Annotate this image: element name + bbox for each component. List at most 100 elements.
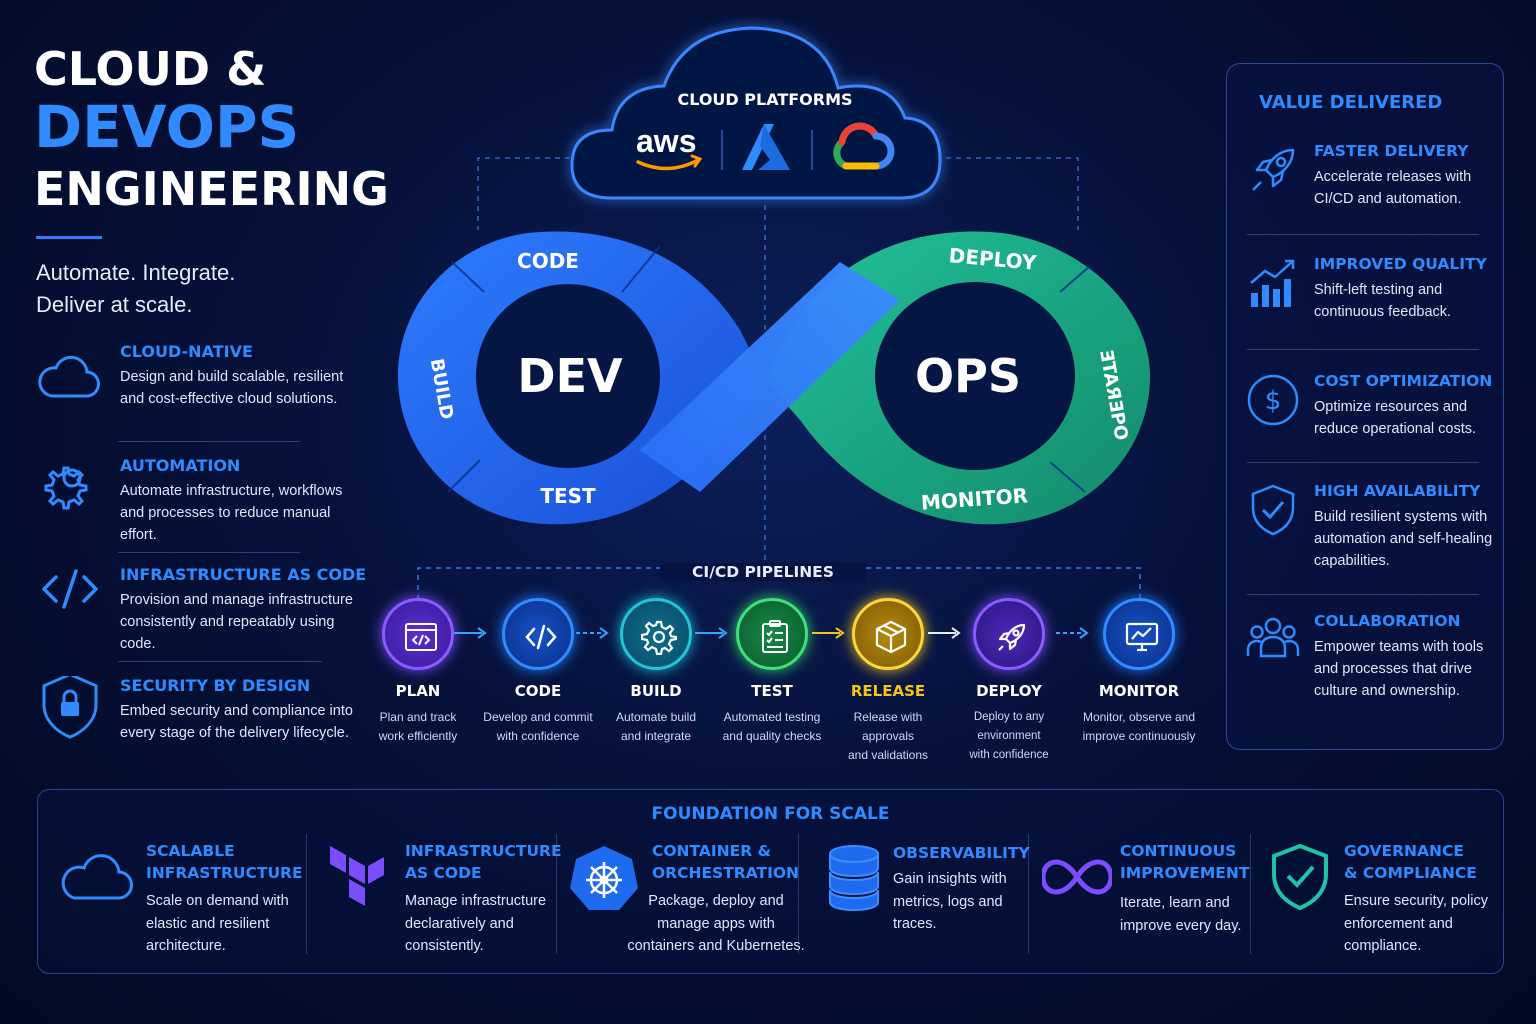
stage-circle <box>736 598 808 670</box>
kubernetes-icon <box>570 846 638 910</box>
stage-name: MONITOR <box>1098 682 1180 700</box>
cloud-icon <box>38 355 100 398</box>
devops-diagram: aws DEV OPS CODE BUILD TEST DEPLOY ƎTAЯƎ… <box>398 26 1150 575</box>
stage-desc-1: Plan and track <box>379 710 457 724</box>
arrow-icon <box>576 627 609 639</box>
terraform-icon <box>330 846 384 906</box>
feature-desc: Design and build scalable, resilient and… <box>120 369 344 407</box>
value-item-desc: Shift-left testing and continuous feedba… <box>1314 282 1452 320</box>
divider <box>556 834 557 954</box>
cloud-platforms-title: CLOUD PLATFORMS <box>677 90 853 109</box>
shield-check-icon <box>1272 843 1328 911</box>
stage-name: BUILD <box>630 682 682 700</box>
pipeline-title: CI/CD PIPELINES <box>660 563 866 581</box>
divider <box>118 552 300 553</box>
stage-build: BUILD Automate build and integrate <box>594 598 718 746</box>
stage-desc-1: Develop and commit <box>483 710 593 724</box>
foundation-desc: Gain insights with metrics, logs and tra… <box>893 871 1007 932</box>
stage-desc-1: Monitor, observe and <box>1082 710 1196 724</box>
divider <box>798 834 799 954</box>
azure-logo <box>742 124 790 170</box>
ops-label: OPS <box>915 349 1021 403</box>
aws-logo-text: aws <box>636 123 696 159</box>
bar-chart-icon <box>1250 259 1295 307</box>
foundation-title-2: ORCHESTRATION <box>652 864 800 882</box>
monitor-chart-icon <box>1125 622 1159 652</box>
divider <box>1028 834 1029 954</box>
aws-logo: aws <box>636 123 703 171</box>
infinity-cross-band <box>640 262 900 492</box>
divider <box>1250 834 1251 954</box>
foundation-title-1: GOVERNANCE <box>1344 842 1464 860</box>
dev-label: DEV <box>517 349 623 403</box>
stage-desc-2: and validations <box>847 748 929 762</box>
checklist-icon <box>762 620 788 653</box>
feature-title: CLOUD-NATIVE <box>120 342 253 361</box>
stage-desc-1: Automate build <box>615 710 697 724</box>
stage-desc-2: with confidence <box>496 729 580 743</box>
divider <box>118 661 322 662</box>
segment-test: TEST <box>540 484 596 508</box>
code-icon <box>42 569 98 609</box>
svg-text:$: $ <box>1265 386 1282 416</box>
value-item-desc: Build resilient systems with automation … <box>1314 509 1493 569</box>
feature-desc: Automate infrastructure, workflows and p… <box>120 483 343 543</box>
value-item-title: COLLABORATION <box>1314 612 1461 630</box>
value-item-title: FASTER DELIVERY <box>1314 142 1469 160</box>
feature-title: AUTOMATION <box>120 456 241 475</box>
foundation-title-1: CONTAINER & <box>652 842 772 860</box>
title-underline <box>36 236 102 239</box>
foundation-title: FOUNDATION FOR SCALE <box>651 804 890 824</box>
title-line-3: ENGINEERING <box>34 162 389 216</box>
stage-circle <box>973 598 1045 670</box>
title-line-2: DEVOPS <box>34 93 300 161</box>
value-item-desc: Optimize resources and reduce operationa… <box>1314 399 1477 437</box>
feature-title: INFRASTRUCTURE AS CODE <box>120 565 367 584</box>
foundation-observability: OBSERVABILITY Gain insights with metrics… <box>826 830 1036 960</box>
foundation-title-2: & COMPLIANCE <box>1344 864 1477 882</box>
feature-title: SECURITY BY DESIGN <box>120 676 311 695</box>
foundation-desc: Package, deploy and manage apps with con… <box>627 893 805 954</box>
foundation-title-2: AS CODE <box>405 864 482 882</box>
foundation-desc: Scale on demand with elastic and resilie… <box>146 893 289 954</box>
shield-lock-icon <box>42 676 98 739</box>
feature-desc: Embed security and compliance into every… <box>120 703 353 741</box>
value-item-title: IMPROVED QUALITY <box>1314 255 1487 273</box>
stage-name: DEPLOY <box>976 682 1042 700</box>
gear-icon <box>641 620 677 655</box>
tagline-line-2: Deliver at scale. <box>36 292 193 317</box>
stage-circle <box>502 598 574 670</box>
rocket-icon <box>998 623 1026 651</box>
tagline-line-1: Automate. Integrate. <box>36 260 236 285</box>
stage-name: PLAN <box>395 682 441 700</box>
divider <box>1247 349 1479 350</box>
cloud-icon <box>61 854 133 900</box>
foundation-governance-compliance: GOVERNANCE& COMPLIANCE Ensure security, … <box>1268 830 1488 960</box>
foundation-title-2: INFRASTRUCTURE <box>146 864 303 882</box>
title-line-1: CLOUD & <box>34 42 267 96</box>
segment-code: CODE <box>517 249 579 273</box>
arrow-icon <box>1056 627 1089 639</box>
shield-check-icon <box>1251 484 1295 536</box>
value-delivered-panel: VALUE DELIVERED FASTER DELIVERY Accelera… <box>1226 63 1504 750</box>
value-item-title: HIGH AVAILABILITY <box>1314 482 1481 500</box>
foundation-title-1: INFRASTRUCTURE <box>405 842 562 860</box>
dollar-icon: $ <box>1247 374 1299 426</box>
stage-desc-2: work efficiently <box>378 729 458 743</box>
google-cloud-logo <box>833 122 895 170</box>
foundation-desc: Iterate, learn and improve every day. <box>1120 895 1242 934</box>
value-item-desc: Accelerate releases with CI/CD and autom… <box>1314 169 1472 207</box>
browser-code-icon <box>405 623 437 651</box>
feature-desc: Provision and manage infrastructure cons… <box>120 592 353 652</box>
stage-desc-2: and integrate <box>620 729 692 743</box>
database-icon <box>829 845 879 912</box>
divider <box>118 441 300 442</box>
value-item-title: COST OPTIMIZATION <box>1314 372 1493 390</box>
foundation-title-1: OBSERVABILITY <box>893 844 1030 862</box>
code-icon <box>525 624 557 650</box>
